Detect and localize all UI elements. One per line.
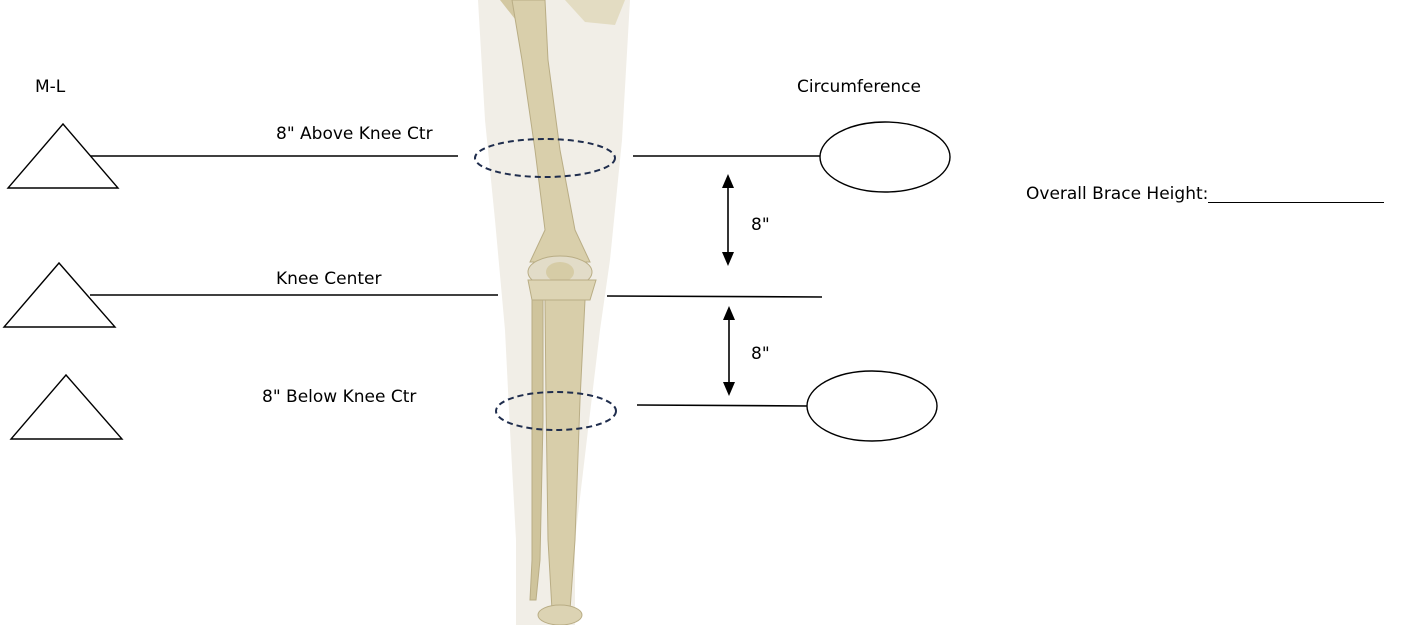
distance-arrows bbox=[722, 174, 735, 396]
lower-distance-label: 8" bbox=[751, 346, 770, 363]
upper-distance-label: 8" bbox=[751, 217, 770, 234]
center-level-right-line bbox=[607, 296, 822, 297]
circumference-heading: Circumference bbox=[797, 79, 921, 96]
below-knee-label: 8" Below Knee Ctr bbox=[262, 389, 416, 406]
circumference-below-oval bbox=[807, 371, 937, 441]
ml-triangles bbox=[4, 124, 122, 439]
overall-brace-height-field[interactable] bbox=[1208, 186, 1384, 203]
circumference-above-oval bbox=[820, 122, 950, 192]
circumference-ovals bbox=[807, 122, 950, 441]
lower-distance-arrow bbox=[723, 306, 735, 396]
ml-heading: M-L bbox=[35, 79, 65, 96]
upper-distance-arrow bbox=[722, 174, 734, 266]
knee-center-label: Knee Center bbox=[276, 271, 381, 288]
overall-brace-height-label: Overall Brace Height: bbox=[1026, 186, 1208, 203]
above-knee-label: 8" Above Knee Ctr bbox=[276, 126, 433, 143]
leg-skeleton-illustration bbox=[478, 0, 630, 625]
reference-lines bbox=[90, 156, 822, 406]
overall-brace-height: Overall Brace Height: bbox=[1026, 186, 1384, 203]
below-level-right-line bbox=[637, 405, 808, 406]
ml-below-triangle bbox=[11, 375, 122, 439]
